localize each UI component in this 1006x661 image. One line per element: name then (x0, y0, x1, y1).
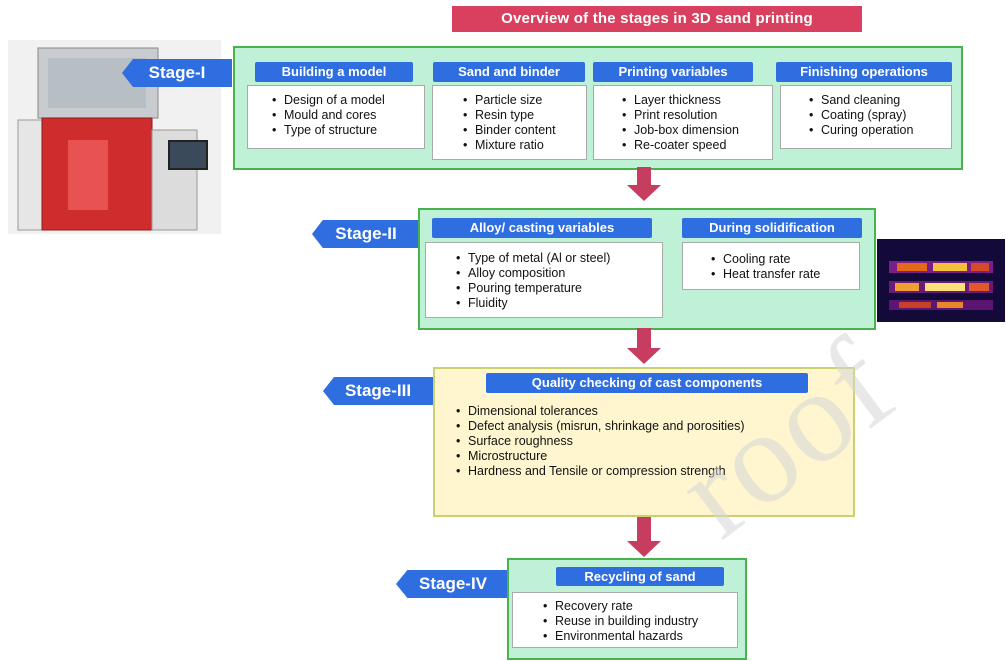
list-item: Type of metal (Al or steel) (456, 251, 658, 266)
stage-2-label: Stage-II (312, 220, 420, 248)
diagram-title: Overview of the stages in 3D sand printi… (452, 6, 862, 32)
list-item: Recovery rate (543, 599, 733, 614)
s2-list-alloy: Type of metal (Al or steel) Alloy compos… (425, 242, 663, 318)
thermal-image (877, 239, 1005, 322)
stage-1-label: Stage-I (122, 59, 232, 87)
s3-list: Dimensional tolerances Defect analysis (… (456, 404, 846, 479)
watermark: roof (649, 310, 921, 565)
list-item: Particle size (463, 93, 582, 108)
list-item: Mixture ratio (463, 138, 582, 153)
list-item: Environmental hazards (543, 629, 733, 644)
flow-arrow-3 (637, 517, 651, 541)
list-item: Design of a model (272, 93, 420, 108)
list-item: Print resolution (622, 108, 768, 123)
flow-arrow-1 (637, 167, 651, 185)
s1-heading-sand: Sand and binder (433, 62, 585, 82)
s4-heading: Recycling of sand (556, 567, 724, 586)
s1-list-printing: Layer thickness Print resolution Job-box… (593, 85, 773, 160)
list-item: Layer thickness (622, 93, 768, 108)
flow-arrow-2-head (627, 348, 661, 364)
list-item: Type of structure (272, 123, 420, 138)
s1-heading-printing: Printing variables (593, 62, 753, 82)
list-item: Mould and cores (272, 108, 420, 123)
list-item: Fluidity (456, 296, 658, 311)
list-item: Heat transfer rate (711, 267, 855, 282)
s1-heading-building: Building a model (255, 62, 413, 82)
list-item: Pouring temperature (456, 281, 658, 296)
list-item: Curing operation (809, 123, 947, 138)
s1-list-building: Design of a model Mould and cores Type o… (247, 85, 425, 149)
flow-arrow-3-head (627, 541, 661, 557)
list-item: Resin type (463, 108, 582, 123)
list-item: Re-coater speed (622, 138, 768, 153)
list-item: Sand cleaning (809, 93, 947, 108)
list-item: Hardness and Tensile or compression stre… (456, 464, 846, 479)
list-item: Dimensional tolerances (456, 404, 846, 419)
list-item: Surface roughness (456, 434, 846, 449)
list-item: Defect analysis (misrun, shrinkage and p… (456, 419, 808, 434)
list-item: Reuse in building industry (543, 614, 733, 629)
list-item: Alloy composition (456, 266, 658, 281)
s3-heading: Quality checking of cast components (486, 373, 808, 393)
list-item: Cooling rate (711, 252, 855, 267)
flow-arrow-1-head (627, 185, 661, 201)
flow-arrow-2 (637, 328, 651, 348)
s2-list-solidification: Cooling rate Heat transfer rate (682, 242, 860, 290)
list-item: Coating (spray) (809, 108, 947, 123)
list-item: Job-box dimension (622, 123, 768, 138)
s4-list: Recovery rate Reuse in building industry… (512, 592, 738, 648)
s1-heading-finishing: Finishing operations (776, 62, 952, 82)
list-item: Microstructure (456, 449, 846, 464)
s2-heading-alloy: Alloy/ casting variables (432, 218, 652, 238)
list-item: Binder content (463, 123, 582, 138)
s1-list-finishing: Sand cleaning Coating (spray) Curing ope… (780, 85, 952, 149)
s2-heading-solidification: During solidification (682, 218, 862, 238)
s1-list-sand: Particle size Resin type Binder content … (432, 85, 587, 160)
stage-3-label: Stage-III (323, 377, 433, 405)
stage-4-label: Stage-IV (396, 570, 510, 598)
